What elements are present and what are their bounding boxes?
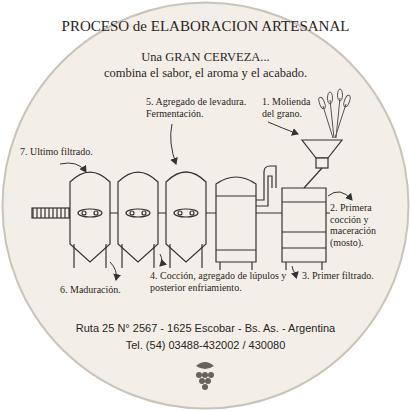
- address: Ruta 25 N° 2567 - 1625 Escobar - Bs. As.…: [30, 322, 381, 335]
- tagline: Una GRAN CERVEZA...: [95, 50, 316, 64]
- step-label: 1. Molienda del grano.: [262, 96, 324, 119]
- step-label: 2. Primera cocción y maceración (mosto).: [330, 202, 398, 248]
- phone: Tel. (54) 03488-432002 / 430080: [30, 339, 381, 352]
- title: PROCESO de ELABORACION ARTESANAL: [40, 18, 371, 35]
- step-label: 7. Ultimo filtrado.: [20, 146, 130, 158]
- step-label: 4. Cocción, agregado de lúpulos y poster…: [150, 270, 300, 293]
- step-label: 5. Agregado de levadura. Fermentación.: [146, 96, 260, 119]
- tagline: combina el sabor, el aroma y el acabado.: [95, 66, 316, 80]
- brewery-drawing: [32, 89, 351, 270]
- leader-arrows: [60, 122, 352, 280]
- coaster-disc: [3, 3, 409, 409]
- step-label: 3. Primer filtrado.: [302, 270, 392, 282]
- step-label: 6. Maduración.: [60, 284, 150, 296]
- grape-logo: [196, 362, 214, 390]
